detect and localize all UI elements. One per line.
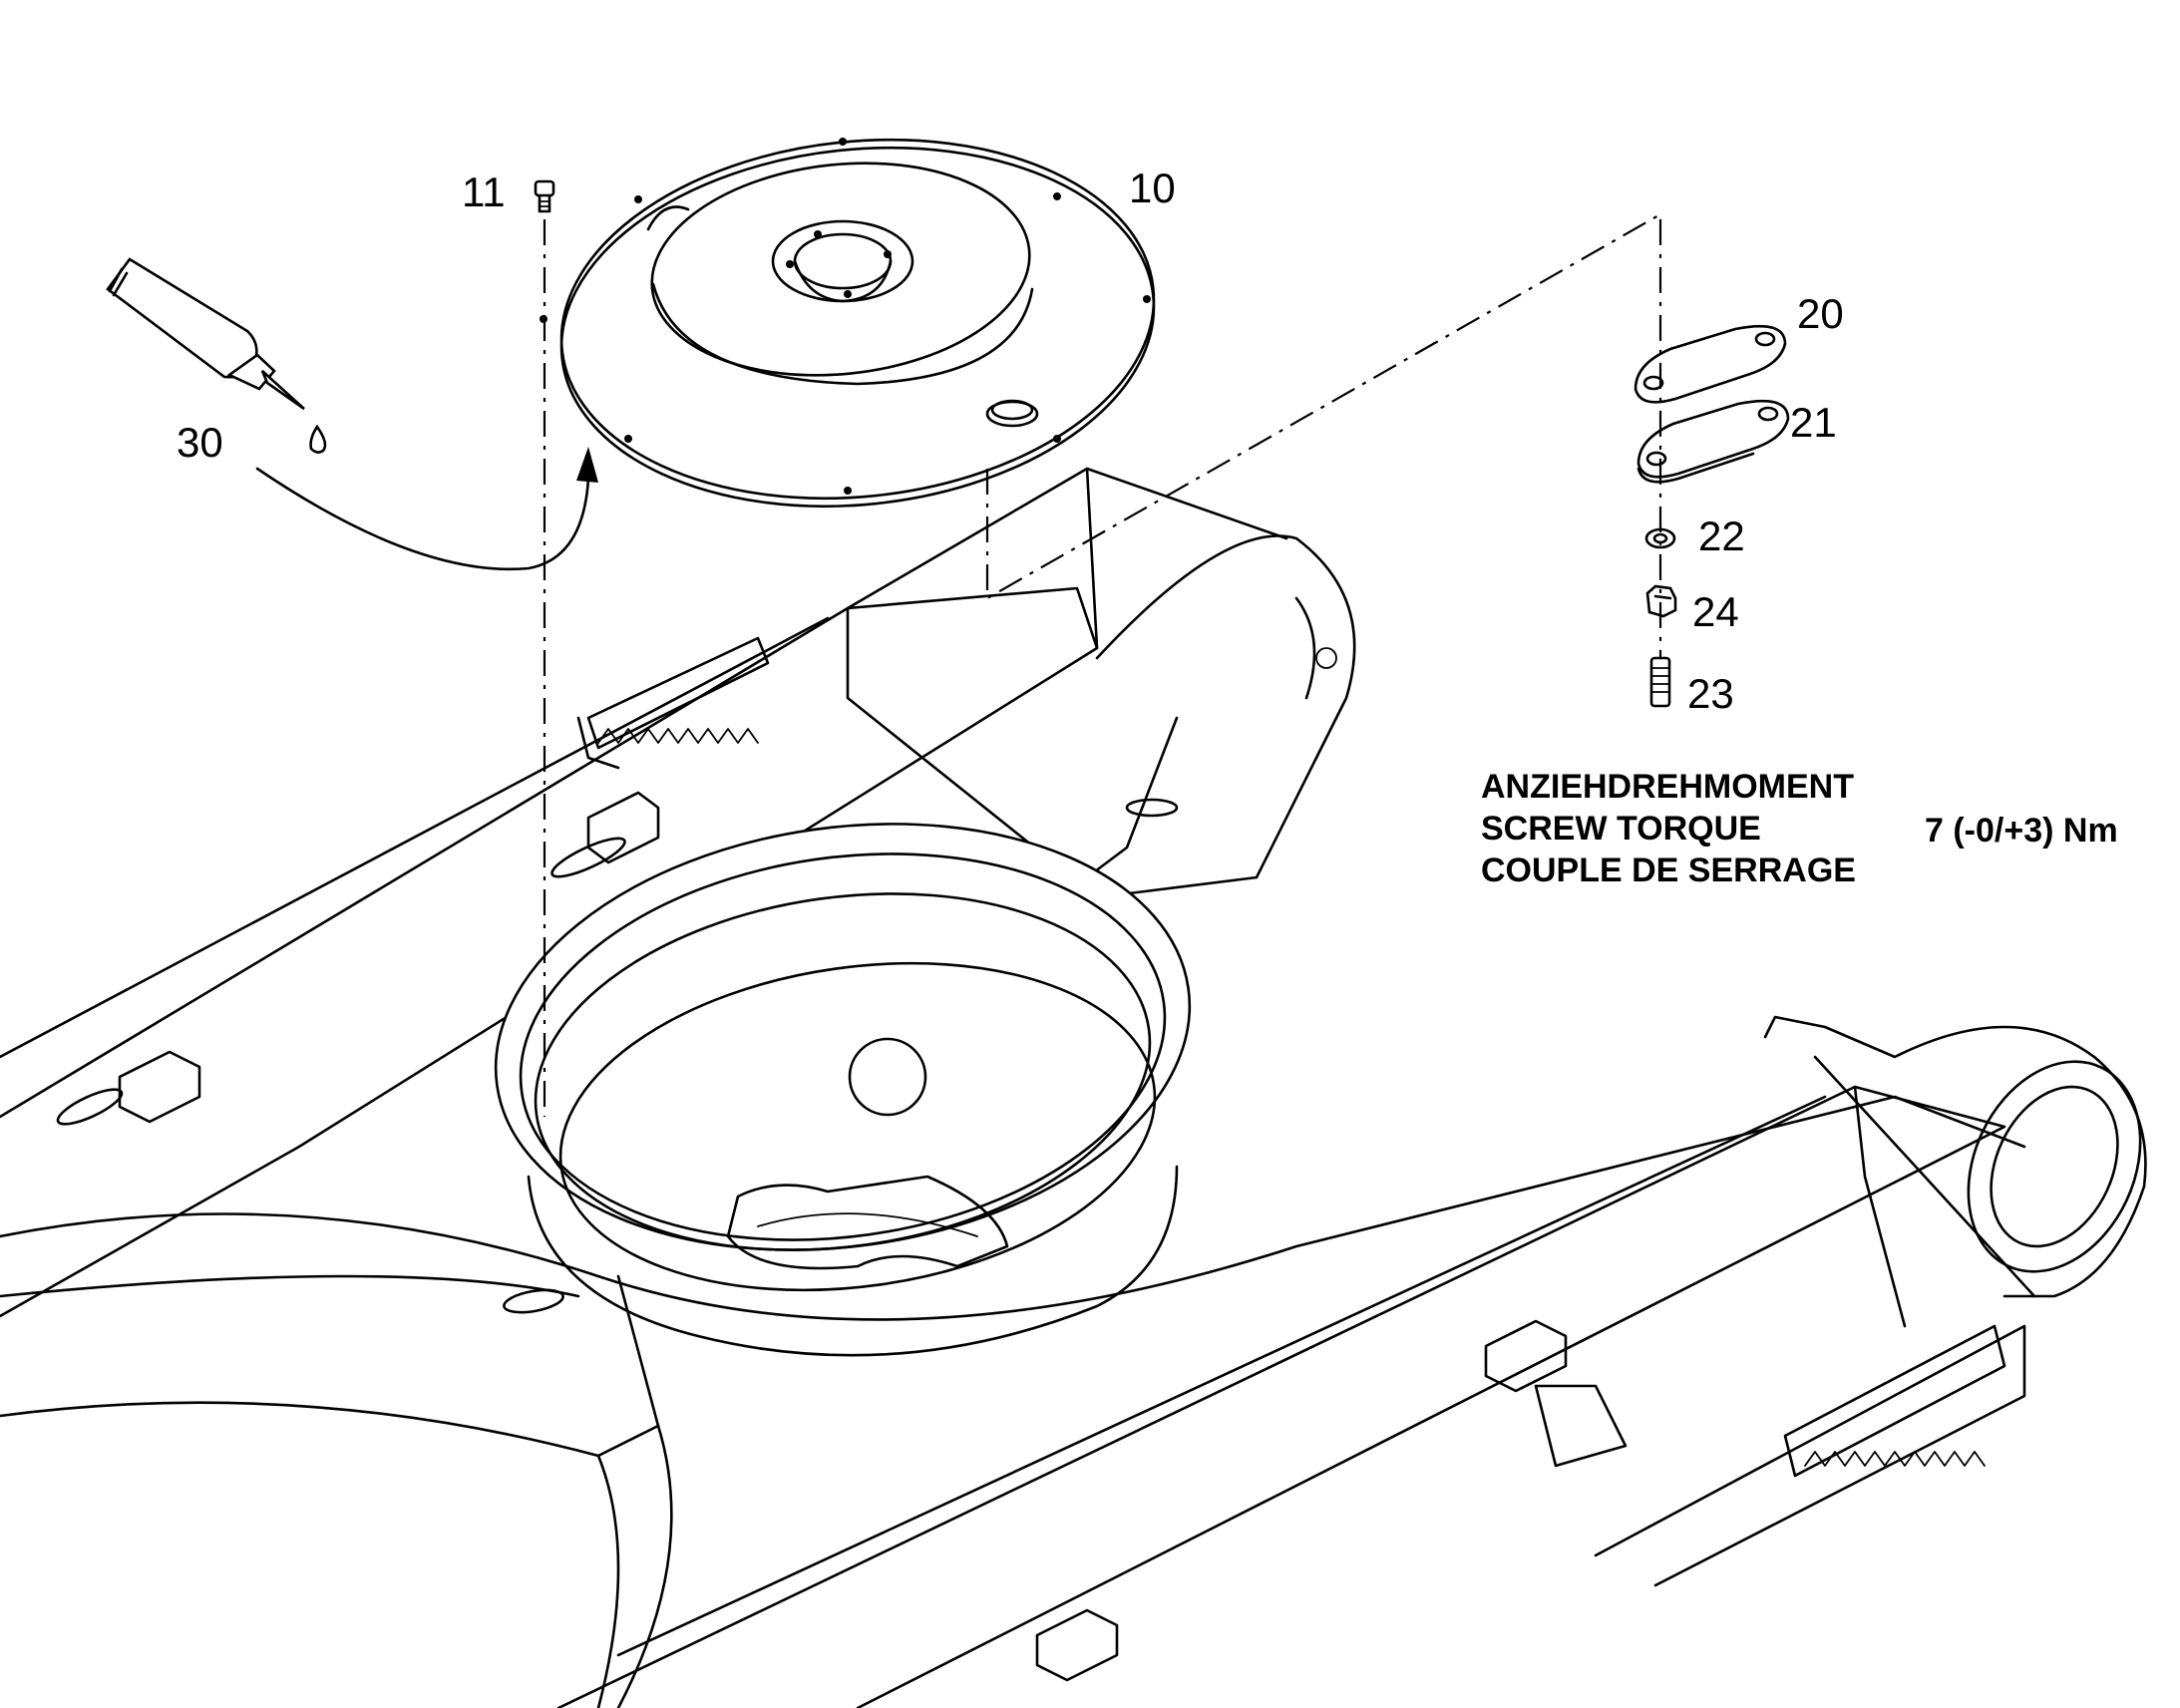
callout-21: 21 — [1790, 399, 1837, 446]
torque-note-label-fr: COUPLE DE SERRAGE — [1481, 852, 1856, 889]
callout-11: 11 — [462, 169, 506, 215]
undercarriage-frame — [0, 467, 2147, 1708]
assembly-centre-lines — [543, 212, 1662, 1117]
callout-10: 10 — [1129, 165, 1176, 211]
callout-23: 23 — [1687, 670, 1734, 717]
slewing-ring — [494, 823, 1192, 1357]
callout-30: 30 — [177, 419, 223, 466]
torque-note-value: 7 (-0/+3) Nm — [1925, 812, 2118, 850]
cover-parts-20-24 — [1634, 324, 1790, 708]
callout-22: 22 — [1698, 512, 1745, 559]
sealant-tube-30 — [106, 257, 598, 571]
screw-11 — [534, 179, 555, 213]
callout-24: 24 — [1692, 588, 1739, 635]
cover-plate-10 — [540, 138, 1156, 509]
torque-note-label-en: SCREW TORQUE — [1481, 810, 1761, 848]
callout-20: 20 — [1797, 290, 1844, 337]
torque-note-label-de: ANZIEHDREHMOMENT — [1481, 768, 1854, 806]
